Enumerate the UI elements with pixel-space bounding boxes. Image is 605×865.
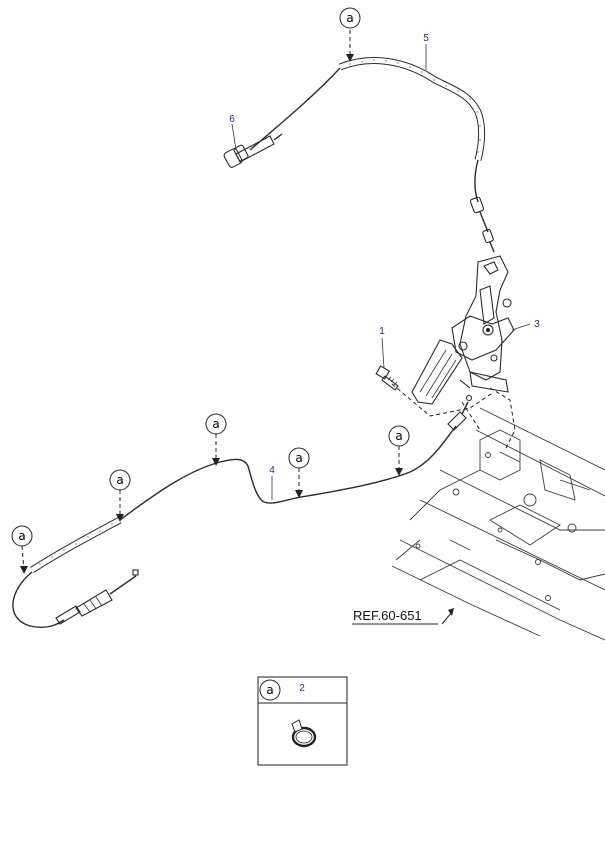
upper-cable-assembly (249, 57, 495, 253)
callout-a-1: a (339, 7, 361, 29)
part-number-4: 4 (269, 465, 275, 476)
callout-arrows (20, 30, 403, 574)
callout-a-3: a (109, 469, 131, 491)
part-number-6: 6 (229, 114, 235, 125)
lower-cable-assembly (12, 394, 473, 629)
leader-lines (391, 383, 516, 451)
lower-sheath-texture (39, 523, 113, 565)
callout-a-2: a (205, 413, 227, 435)
callout-a-3-label: a (116, 473, 123, 487)
reference-text: REF.60-651 (353, 608, 422, 623)
callout-a-2-label: a (212, 417, 219, 431)
callout-a-4-label: a (18, 529, 25, 543)
callout-a-5: a (288, 447, 310, 469)
parking-brake-pedal-assembly (411, 255, 515, 405)
legend-box: a 2 (257, 676, 348, 766)
mounting-bolt (375, 365, 399, 391)
legend-part-number: 2 (299, 683, 305, 694)
part-number-5: 5 (423, 33, 429, 44)
part-number-leaders (231, 44, 531, 500)
callout-a-1-label: a (346, 11, 353, 25)
callout-a-6: a (388, 425, 410, 447)
cable-end-connector (223, 133, 283, 168)
sheath-texture (349, 59, 481, 153)
part-number-1: 1 (379, 326, 385, 337)
legend-symbol: a (266, 683, 273, 697)
callout-a-6-label: a (395, 429, 402, 443)
vehicle-floor-body (391, 407, 605, 641)
callout-a-4: a (11, 525, 33, 547)
cable-clamp-icon (291, 719, 317, 748)
reference-label: REF.60-651 (352, 608, 454, 625)
part-number-3: 3 (534, 319, 540, 330)
callout-a-5-label: a (295, 451, 302, 465)
